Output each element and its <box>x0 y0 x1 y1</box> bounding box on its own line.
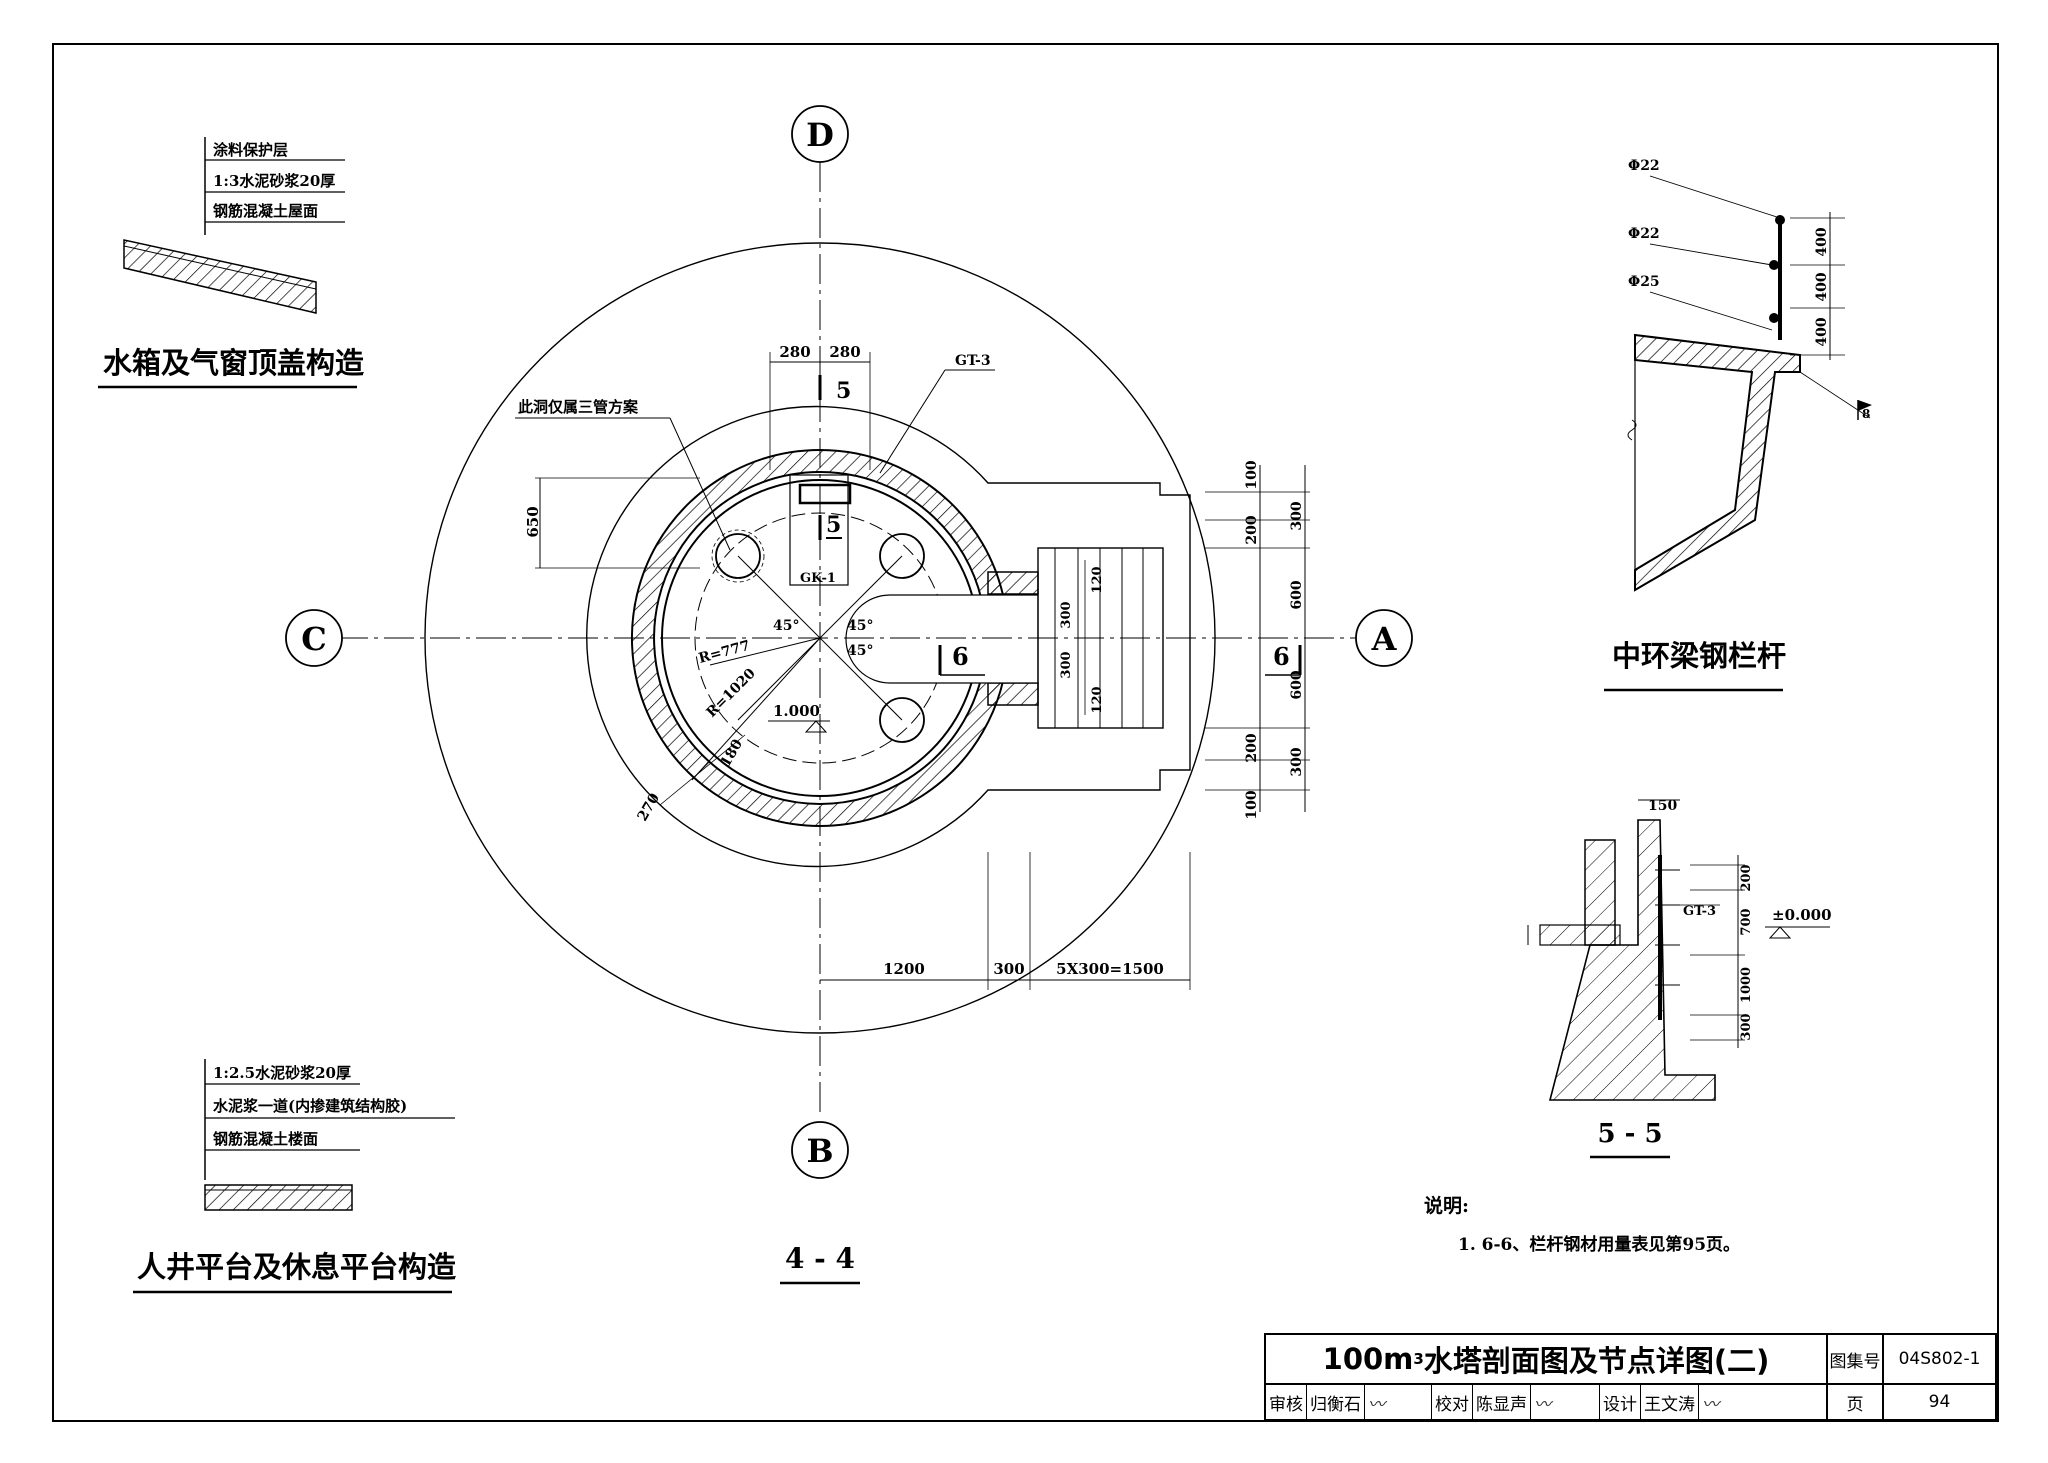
title-sup: 3 <box>1413 1350 1424 1368</box>
page-number: 94 <box>1928 1392 1951 1412</box>
sheet-border <box>52 43 1999 1422</box>
dim-bottom-1500: 5X300=1500 <box>1056 960 1164 978</box>
platform-layer-2: 水泥浆一道(内掺建筑结构胶) <box>213 1097 407 1115</box>
checker-name: 陈显声 <box>1473 1385 1531 1419</box>
angle-45-a: 45° <box>773 618 799 634</box>
dim-280-right: 280 <box>829 343 860 361</box>
angle-45-b: 45° <box>847 618 873 634</box>
reviewer-name: 归衡石 <box>1307 1385 1365 1419</box>
platform-detail: 1:2.5水泥砂浆20厚 水泥浆一道(内掺建筑结构胶) 钢筋混凝土楼面 人井平台… <box>133 1059 456 1294</box>
dim-280-left: 280 <box>779 343 810 361</box>
roof-layer-2: 1:3水泥砂浆20厚 <box>213 172 335 190</box>
plan-hole-note: 此洞仅属三管方案 <box>518 398 639 416</box>
atlas-number: 04S802-1 <box>1884 1335 1995 1385</box>
roof-detail: 涂料保护层 1:3水泥砂浆20厚 钢筋混凝土屋面 水箱及气窗顶盖构造 <box>98 137 364 389</box>
checker-signature: 〰 <box>1531 1385 1600 1419</box>
s55-level: ±0.000 <box>1772 906 1832 924</box>
check-label: 校对 <box>1432 1385 1473 1419</box>
section-5-mid: 5 <box>826 512 841 538</box>
railing-label-2: Φ22 <box>1628 226 1660 242</box>
title-pre: 100m <box>1322 1342 1414 1376</box>
atlas-label: 图集号 <box>1828 1335 1884 1385</box>
dim-right-200a: 200 <box>1244 515 1260 544</box>
section-6-right: 6 <box>1273 642 1290 671</box>
roof-layer-1: 涂料保护层 <box>213 141 288 159</box>
platform-layer-3: 钢筋混凝土楼面 <box>213 1130 318 1148</box>
s55-dim-700: 700 <box>1739 908 1754 935</box>
dim-right-300a: 300 <box>1289 501 1305 530</box>
axis-c-label: C <box>301 620 326 658</box>
dim-right-100a: 100 <box>1244 460 1260 489</box>
design-label: 设计 <box>1600 1385 1641 1419</box>
axis-d-label: D <box>806 116 834 154</box>
roof-layer-3: 钢筋混凝土屋面 <box>213 202 318 220</box>
railing-title: 中环梁钢栏杆 <box>1612 639 1786 673</box>
s55-top-dim: 150 <box>1648 798 1677 814</box>
page-label: 页 <box>1828 1385 1884 1419</box>
dim-right-200b: 200 <box>1244 733 1260 762</box>
railing-dim-3: 400 <box>1814 317 1830 346</box>
designer-signature: 〰 <box>1702 1394 1719 1415</box>
railing-dim-1: 400 <box>1814 227 1830 256</box>
notes-heading: 说明: <box>1424 1194 1469 1217</box>
s55-dim-200: 200 <box>1739 864 1754 891</box>
dim-650: 650 <box>524 506 542 537</box>
railing-dim-2: 400 <box>1814 272 1830 301</box>
radius-1020: R=1020 <box>704 665 760 721</box>
title-post: 水塔剖面图及节点详图(二) <box>1423 1344 1770 1378</box>
notes-item-1: 1. 6-6、栏杆钢材用量表见第95页。 <box>1458 1234 1740 1255</box>
s55-dim-1000: 1000 <box>1739 967 1754 1003</box>
dim-300-top: 300 <box>1059 601 1074 628</box>
roof-detail-title: 水箱及气窗顶盖构造 <box>103 346 364 380</box>
dim-180: 180 <box>718 736 747 770</box>
railing-label-3: Φ25 <box>1628 274 1660 290</box>
plan-level: 1.000 <box>773 702 820 720</box>
dim-right-300b: 300 <box>1289 747 1305 776</box>
dim-120-bottom: 120 <box>1090 686 1105 713</box>
plan-gk-label: GK-1 <box>800 571 836 586</box>
notes: 说明: 1. 6-6、栏杆钢材用量表见第95页。 <box>1424 1194 1740 1255</box>
plan-4-4: D B C A 280 280 5 5 GT-3 此洞仅属三管方案 650 GK <box>285 105 1413 1285</box>
plan-title: 4 - 4 <box>785 1242 855 1275</box>
railing-detail: Φ22 Φ22 Φ25 400 400 400 8 中环梁钢栏杆 <box>1604 158 1872 692</box>
dim-120-top: 120 <box>1090 566 1105 593</box>
review-label: 审核 <box>1266 1385 1307 1419</box>
section-6-left: 6 <box>952 642 969 671</box>
dim-bottom-1200: 1200 <box>883 960 925 978</box>
dim-bottom-300: 300 <box>993 960 1024 978</box>
dim-270: 270 <box>635 790 664 824</box>
section-5-top: 5 <box>836 378 851 404</box>
dim-right-600a: 600 <box>1289 580 1305 609</box>
angle-45-c: 45° <box>847 643 873 659</box>
axis-a-label: A <box>1371 620 1398 658</box>
s55-gt-label: GT-3 <box>1683 904 1716 919</box>
railing-label-1: Φ22 <box>1628 158 1660 174</box>
platform-detail-title: 人井平台及休息平台构造 <box>137 1250 456 1284</box>
s55-dim-300: 300 <box>1739 1013 1754 1040</box>
dim-300-bottom: 300 <box>1059 651 1074 678</box>
designer-name: 王文涛 <box>1641 1385 1699 1419</box>
platform-layer-1: 1:2.5水泥砂浆20厚 <box>213 1064 351 1082</box>
radius-777: R=777 <box>697 638 752 667</box>
dim-right-600b: 600 <box>1289 670 1305 699</box>
railing-mark: 8 <box>1862 407 1870 421</box>
reviewer-signature: 〰 <box>1365 1385 1432 1419</box>
plan-gt-label: GT-3 <box>955 353 991 369</box>
signature-row: 审核 归衡石 〰 校对 陈显声 〰 设计 王文涛 〰 <box>1266 1385 1828 1419</box>
section-5-5: 150 GT-3 200 700 1000 300 ±0.000 5 - 5 <box>1527 798 1832 1159</box>
axis-b-label: B <box>806 1132 833 1170</box>
dim-right-100b: 100 <box>1244 790 1260 819</box>
s55-title: 5 - 5 <box>1597 1119 1662 1149</box>
